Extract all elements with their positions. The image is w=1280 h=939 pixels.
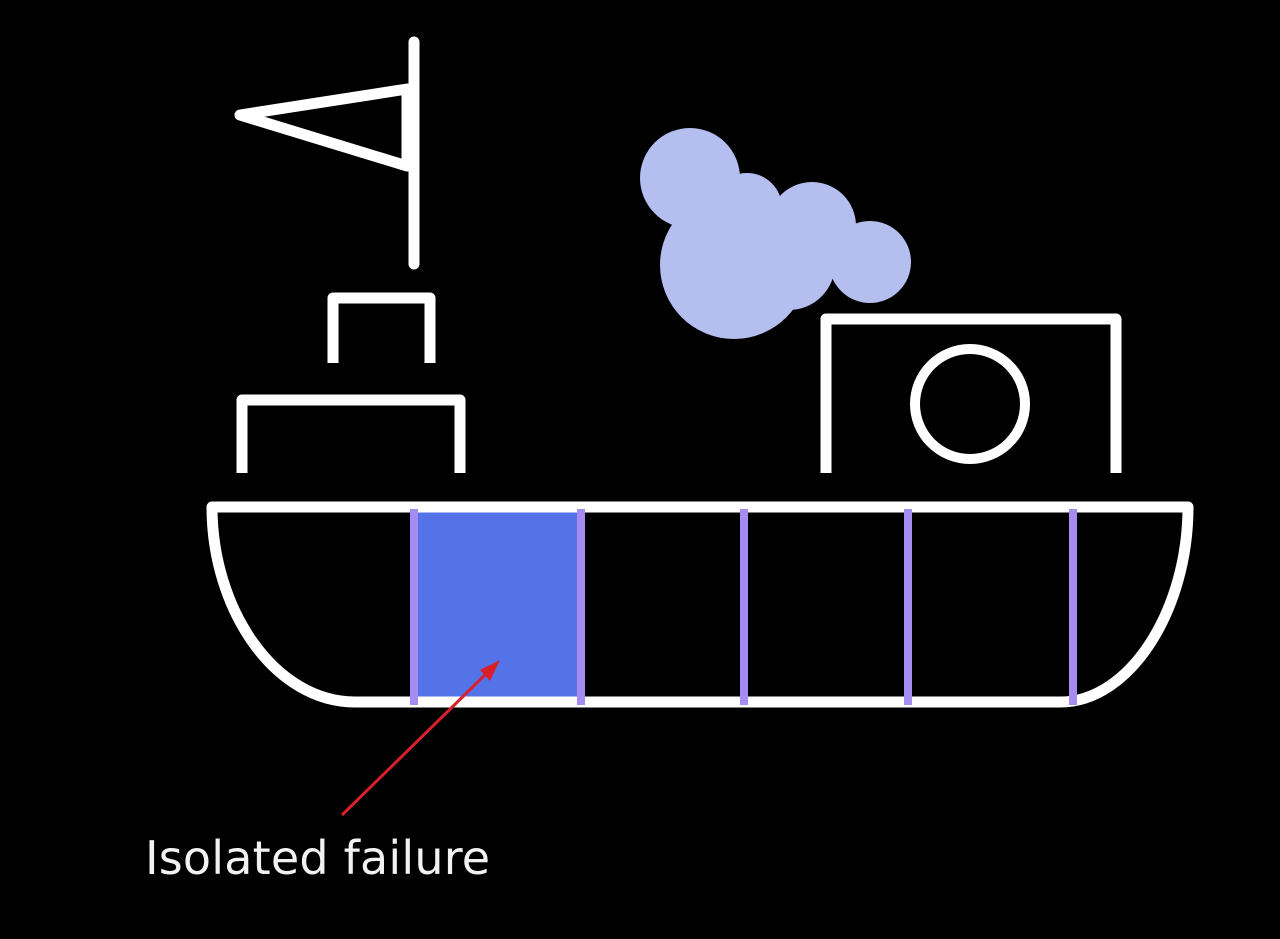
- cabin: [820, 313, 1122, 473]
- bridge-base: [236, 394, 466, 473]
- bridge-top: [327, 292, 436, 363]
- flag: [234, 83, 413, 172]
- bulkheads: [410, 509, 1077, 705]
- smoke-cloud-icon: [640, 128, 911, 339]
- porthole-icon: [910, 344, 1030, 464]
- arrow-icon: [340, 660, 500, 817]
- flag-icon: [234, 36, 420, 270]
- failed-compartment: [414, 507, 581, 702]
- isolated-failure-caption: Isolated failure: [145, 831, 491, 885]
- ship-hull: [206, 501, 1194, 708]
